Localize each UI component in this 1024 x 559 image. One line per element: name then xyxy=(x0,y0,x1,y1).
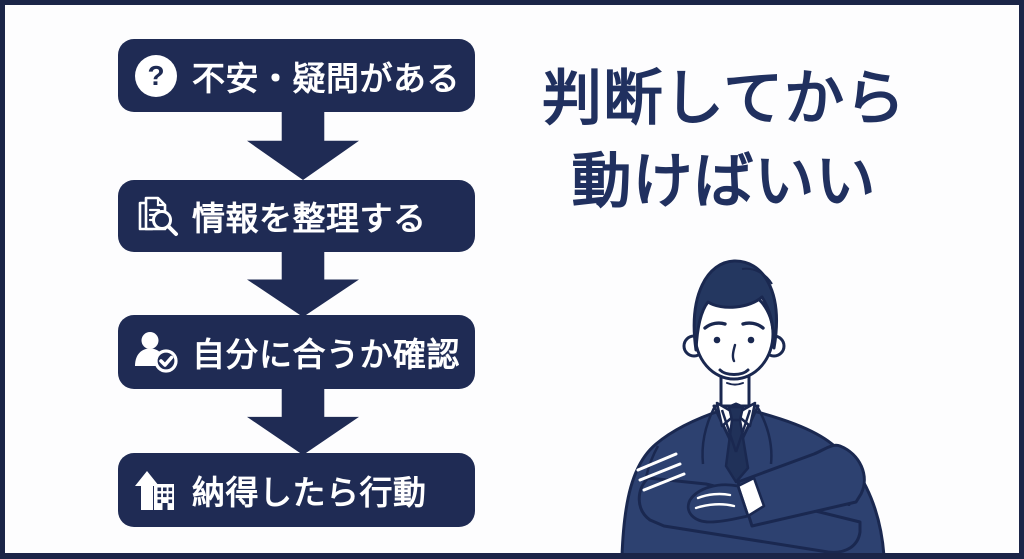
page-title-line2: 動けばいい xyxy=(571,147,877,215)
flow-step-label: 不安・疑問がある xyxy=(192,59,460,97)
svg-text:?: ? xyxy=(147,60,164,91)
down-arrow-3 xyxy=(247,387,359,455)
flow-step-label: 情報を整理する xyxy=(192,200,427,237)
down-arrow-2 xyxy=(247,250,359,317)
person-check-icon xyxy=(133,329,179,375)
flow-step-act: 納得したら行動 xyxy=(118,453,475,527)
page-title: 判断してから 動けばいい xyxy=(518,58,930,224)
flow-step-organize-info: 情報を整理する xyxy=(118,180,475,252)
question-icon: ? xyxy=(133,53,179,99)
flow-step-label: 自分に合うか確認 xyxy=(192,336,460,373)
building-arrow-icon xyxy=(133,467,179,513)
flow-step-label: 納得したら行動 xyxy=(192,474,427,511)
businessman-illustration xyxy=(620,259,886,556)
down-arrow-1 xyxy=(247,110,359,180)
flow-step-check-fit: 自分に合うか確認 xyxy=(118,315,475,389)
flow-step-anxiety: ? 不安・疑問がある xyxy=(118,39,475,112)
page-title-line1: 判断してから xyxy=(541,65,907,132)
document-search-icon xyxy=(133,193,179,239)
